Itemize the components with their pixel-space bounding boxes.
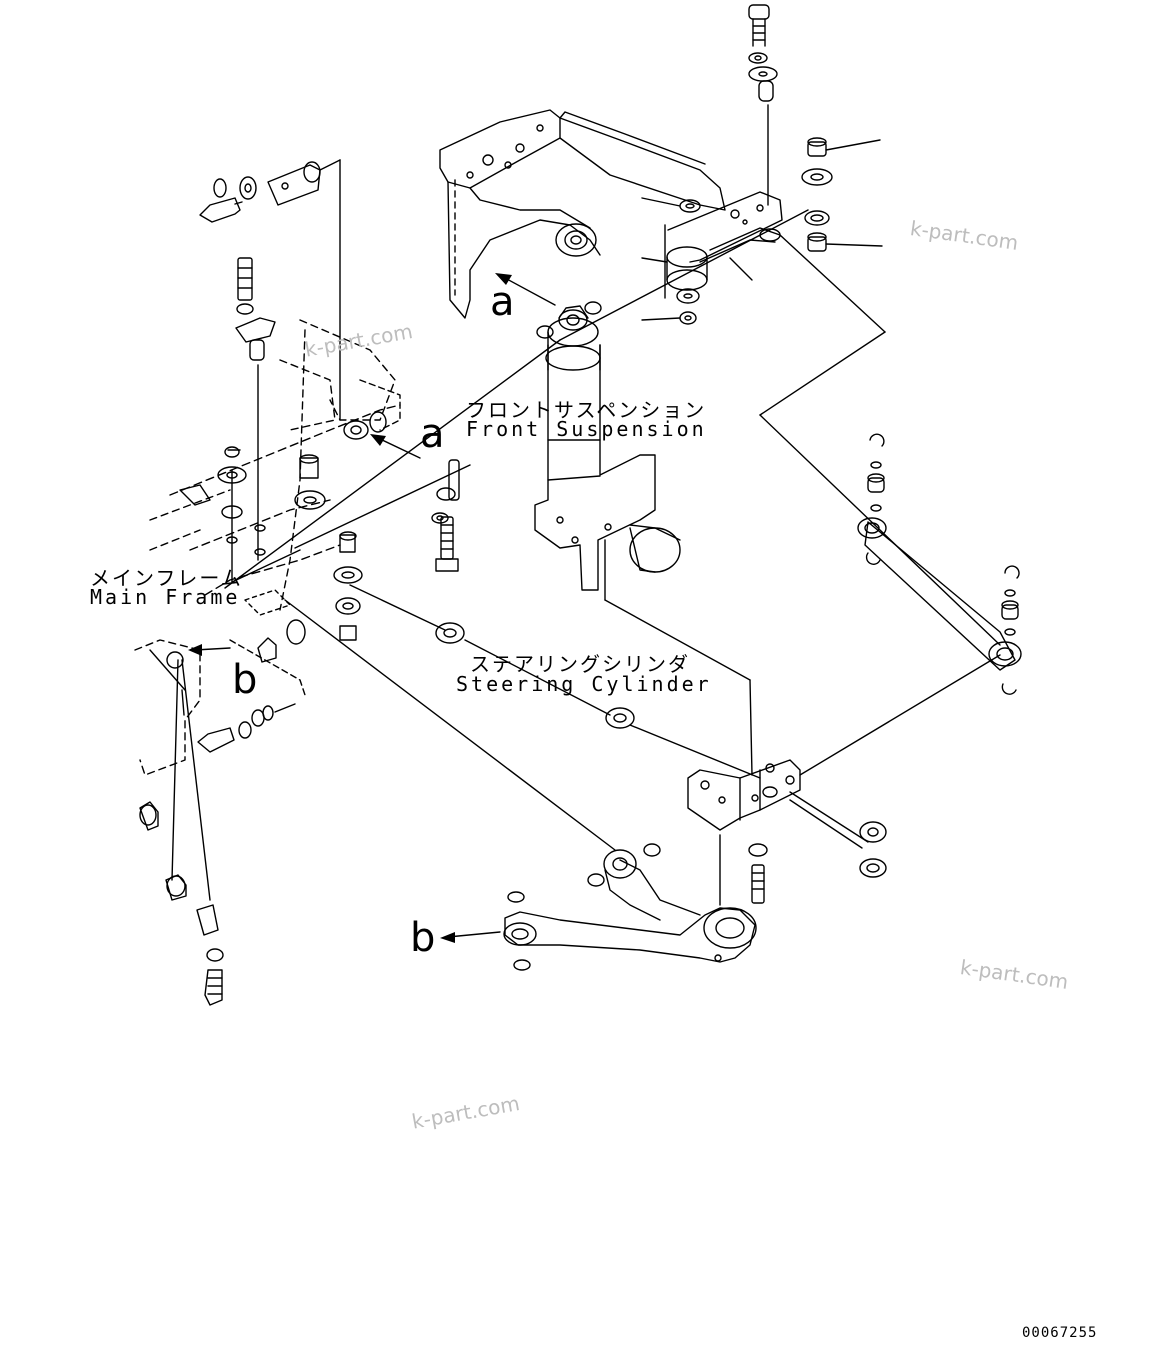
callout-leaders bbox=[641, 139, 883, 321]
main-frame-label-jp: メインフレーム bbox=[90, 566, 243, 590]
center-fasteners bbox=[333, 459, 635, 729]
top-bolt-stack bbox=[748, 4, 778, 206]
steering-cylinder-label-en: Steering Cylinder bbox=[456, 672, 712, 696]
view-marker-b-left: b bbox=[232, 657, 258, 703]
steering-link bbox=[664, 191, 783, 325]
main-frame bbox=[134, 319, 401, 776]
main-frame-label-en: Main Frame bbox=[90, 585, 241, 609]
front-suspension-label-en: Front Suspension bbox=[466, 417, 707, 441]
front-suspension-bracket bbox=[439, 109, 726, 319]
knuckle-arm bbox=[503, 843, 757, 971]
axle-bracket bbox=[687, 759, 887, 904]
view-marker-a-middle: a bbox=[420, 411, 445, 457]
document-number: 00067255 bbox=[1022, 1325, 1098, 1341]
view-marker-a-top: a bbox=[490, 279, 515, 325]
right-nut-stack bbox=[801, 137, 833, 252]
assembly-lines bbox=[171, 159, 1001, 906]
view-arrows bbox=[188, 273, 556, 943]
left-fasteners bbox=[139, 161, 326, 1006]
steering-cylinder bbox=[534, 301, 681, 591]
tie-rod bbox=[857, 433, 1022, 695]
front-suspension-label-jp: フロントサスペンション bbox=[466, 398, 707, 422]
steering-cylinder-label-jp: ステアリングシリンダ bbox=[470, 652, 690, 676]
view-marker-b-bottom: b bbox=[410, 915, 436, 961]
